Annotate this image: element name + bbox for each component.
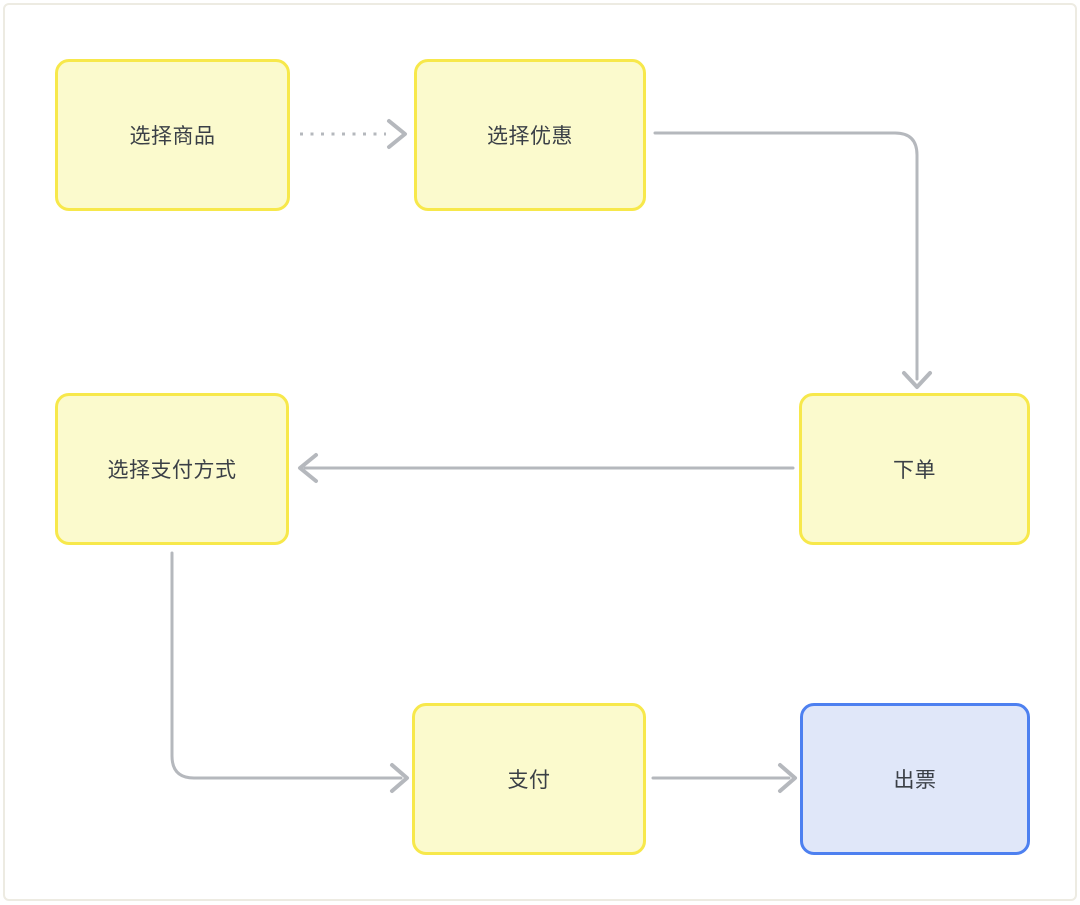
node-place-order[interactable]: 下单 bbox=[799, 393, 1030, 545]
node-pay-label: 支付 bbox=[507, 769, 551, 792]
node-select-payment-method-label: 选择支付方式 bbox=[107, 459, 237, 482]
node-pay[interactable]: 支付 bbox=[412, 703, 646, 855]
edge-select-payment-method-to-pay bbox=[170, 551, 409, 793]
node-select-payment-method[interactable]: 选择支付方式 bbox=[55, 393, 289, 545]
node-select-product-label: 选择商品 bbox=[129, 125, 216, 148]
flowchart-canvas: 选择商品 选择优惠 下单 选择支付方式 支付 出票 bbox=[5, 5, 1075, 899]
edge-select-product-to-select-discount bbox=[300, 119, 407, 149]
edge-pay-to-issue-ticket bbox=[651, 763, 797, 793]
node-issue-ticket[interactable]: 出票 bbox=[800, 703, 1030, 855]
edge-place-order-to-select-payment-method bbox=[298, 453, 795, 483]
edge-select-discount-to-place-order bbox=[653, 131, 932, 389]
node-place-order-label: 下单 bbox=[893, 459, 936, 482]
node-issue-ticket-label: 出票 bbox=[893, 769, 937, 792]
node-select-discount[interactable]: 选择优惠 bbox=[414, 59, 646, 211]
node-select-product[interactable]: 选择商品 bbox=[55, 59, 290, 211]
page-frame: 选择商品 选择优惠 下单 选择支付方式 支付 出票 bbox=[3, 3, 1077, 901]
node-select-discount-label: 选择优惠 bbox=[487, 125, 573, 148]
